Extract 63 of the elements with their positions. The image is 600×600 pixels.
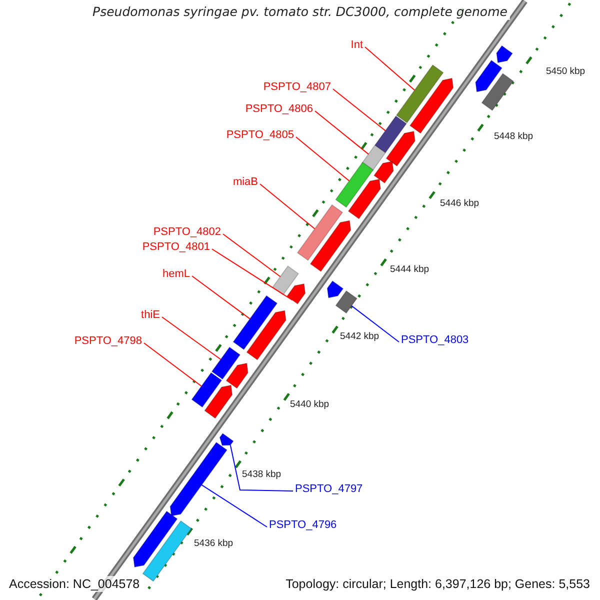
scale-label: 5450 kbp xyxy=(546,66,586,77)
gene-pointed-segment xyxy=(326,280,344,298)
leader-line xyxy=(296,136,350,182)
leader-line xyxy=(144,342,202,387)
gene-pointed-segment xyxy=(226,362,248,389)
genome-summary-note: Topology: circular; Length: 6,397,126 bp; Genes: 5,553 xyxy=(284,576,592,592)
scale-label: 5436 kbp xyxy=(194,538,234,549)
leader-line xyxy=(351,305,400,342)
leader-line xyxy=(332,88,386,132)
gene-label: PSPTO_4807 xyxy=(263,81,331,94)
gene-pointed-segment xyxy=(386,130,416,167)
gene-label: PSPTO_4798 xyxy=(74,335,142,348)
gene-label: Int xyxy=(350,39,363,52)
scale-label: 5444 kbp xyxy=(390,264,430,275)
gene-label: thiE xyxy=(141,309,160,322)
gene-label: PSPTO_4802 xyxy=(153,226,221,239)
gene-segment xyxy=(296,204,344,261)
gene-segment xyxy=(232,295,278,350)
scale-label: 5446 kbp xyxy=(440,198,480,209)
gene-pointed-segment xyxy=(219,432,234,446)
gene-pointed-segment xyxy=(310,220,352,272)
gene-label: miaB xyxy=(232,176,258,189)
gene-segment xyxy=(374,116,407,154)
gene-label: PSPTO_4803 xyxy=(401,334,469,347)
leader-line xyxy=(162,316,222,360)
gene-segment xyxy=(142,520,192,582)
gene-label: PSPTO_4796 xyxy=(269,519,337,532)
leader-line xyxy=(192,276,250,320)
gene-pointed-segment xyxy=(286,283,306,304)
accession-note: Accession: NC_004578 xyxy=(7,576,142,592)
gene-segment xyxy=(335,290,358,314)
gene-segment xyxy=(396,64,444,124)
gene-label: PSPTO_4805 xyxy=(226,129,294,142)
leader-line xyxy=(314,110,369,155)
scale-label: 5442 kbp xyxy=(340,331,380,342)
gene-pointed-segment xyxy=(409,78,454,134)
scale-label: 5440 kbp xyxy=(290,399,330,410)
gene-pointed-segment xyxy=(374,160,394,184)
gene-segment xyxy=(211,346,241,380)
leader-line xyxy=(212,248,293,301)
gene-segment xyxy=(481,73,514,111)
leader-line xyxy=(230,444,294,492)
gene-label: PSPTO_4806 xyxy=(245,103,313,116)
gene-pointed-segment xyxy=(204,384,233,419)
scale-label: 5448 kbp xyxy=(494,131,534,142)
gene-label: hemL xyxy=(162,268,190,281)
leader-line xyxy=(222,234,281,278)
leader-line xyxy=(260,184,316,230)
leader-line xyxy=(201,484,268,528)
gene-label: PSPTO_4801 xyxy=(142,241,210,254)
gene-pointed-segment xyxy=(348,178,381,220)
gene-pointed-segment xyxy=(132,510,178,568)
gene-segment xyxy=(191,372,222,408)
gene-segment xyxy=(335,162,374,208)
scale-label: 5438 kbp xyxy=(242,469,282,480)
gene-pointed-segment xyxy=(246,310,286,360)
gene-label: PSPTO_4797 xyxy=(295,483,363,496)
gene-pointed-segment xyxy=(170,442,228,516)
gene-segment xyxy=(361,144,386,172)
gene-pointed-segment xyxy=(475,60,502,92)
leader-line xyxy=(364,46,416,91)
gene-segment xyxy=(272,266,299,296)
gene-pointed-segment xyxy=(496,45,513,64)
